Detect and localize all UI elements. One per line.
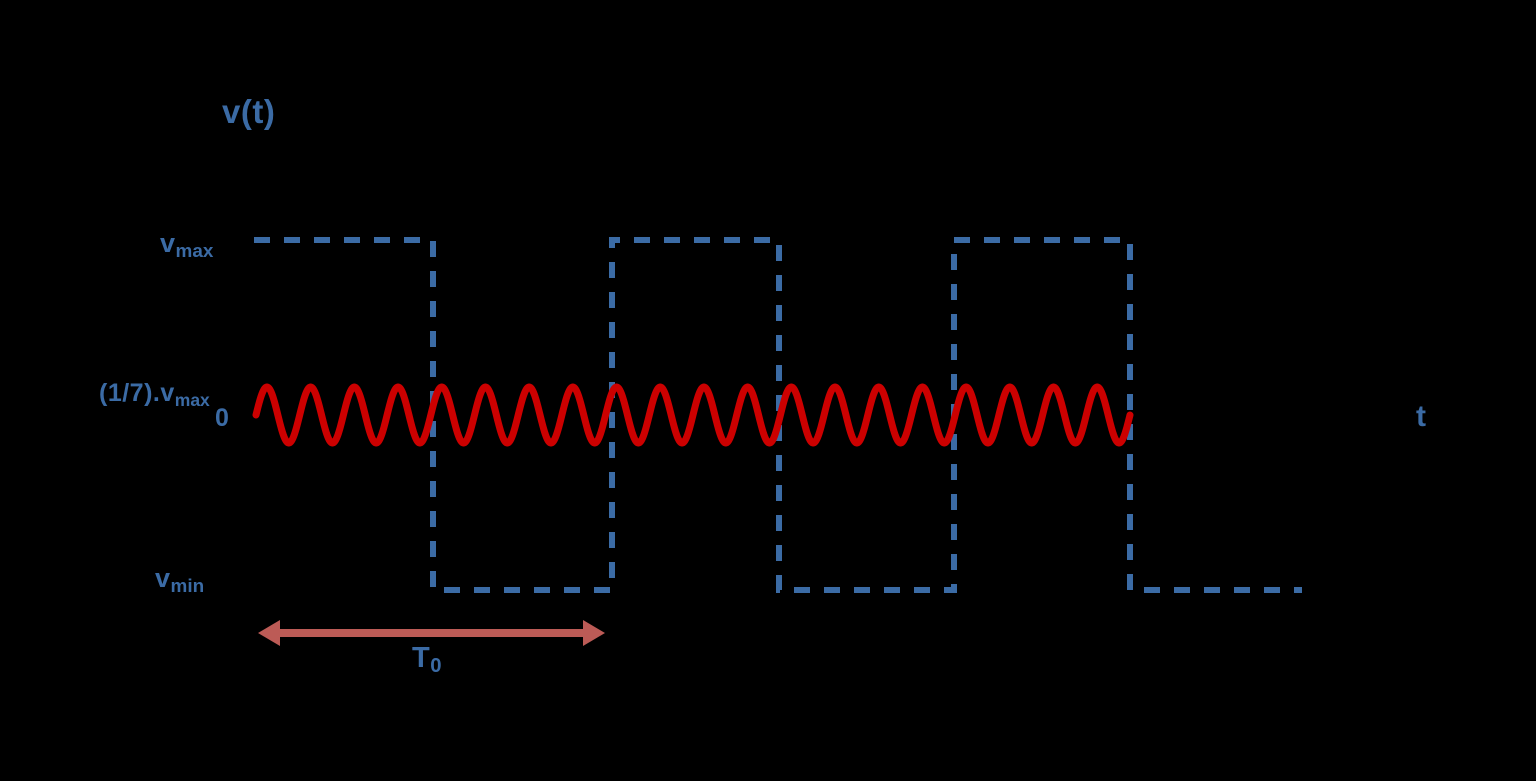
period-label-subscript: 0 bbox=[430, 655, 442, 678]
modulation-level-subscript: max bbox=[174, 389, 210, 410]
vmin-label: vmin bbox=[155, 563, 204, 596]
vmin-label-subscript: min bbox=[170, 575, 205, 597]
period-arrow-head-right bbox=[583, 620, 605, 646]
period-arrow bbox=[258, 620, 605, 646]
vmax-label-subscript: max bbox=[175, 240, 214, 262]
period-label: T0 bbox=[412, 642, 442, 677]
zero-label: 0 bbox=[215, 404, 230, 432]
signal-label: v(t) bbox=[222, 93, 276, 130]
period-label-base: T bbox=[412, 642, 431, 674]
modulation-level-base: (1/7).v bbox=[99, 379, 175, 407]
modulation-level-label: (1/7).vmax bbox=[99, 379, 210, 409]
vmax-label: vmax bbox=[160, 228, 213, 261]
vmin-label-base: v bbox=[155, 563, 171, 593]
time-axis-label: t bbox=[1416, 400, 1427, 433]
carrier-path bbox=[252, 383, 1134, 447]
vmax-label-base: v bbox=[160, 228, 176, 258]
period-arrow-head-left bbox=[258, 620, 280, 646]
carrier-sine-wave bbox=[252, 383, 1134, 447]
